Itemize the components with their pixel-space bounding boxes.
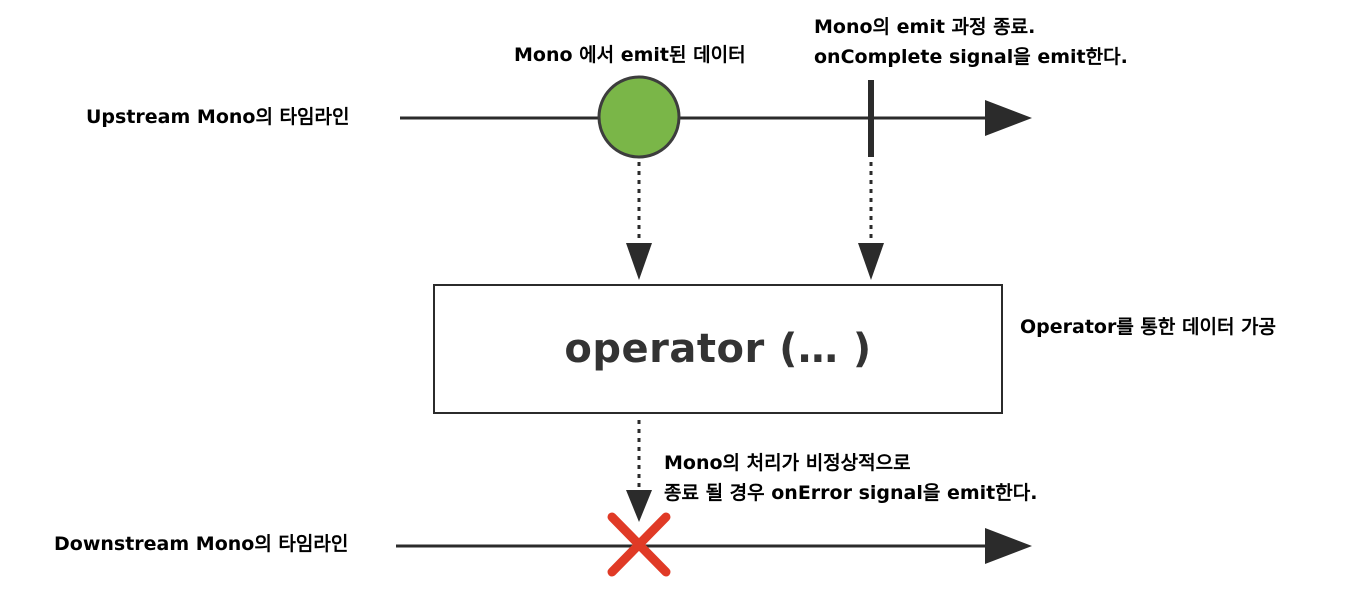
- error-mark-icon: [607, 512, 671, 577]
- operator-description-label: Operator를 통한 데이터 가공: [1020, 316, 1277, 338]
- complete-label-line2: onComplete signal을 emit한다.: [814, 46, 1128, 68]
- complete-label-line1: Mono의 emit 과정 종료.: [814, 16, 1036, 38]
- emitted-data-item: [597, 75, 681, 159]
- operator-to-downstream-arrowhead: [626, 490, 652, 522]
- downstream-timeline-arrowhead: [985, 528, 1032, 564]
- upstream-timeline-arrowhead: [985, 100, 1032, 136]
- operator-label: operator (… ): [564, 326, 872, 372]
- error-label-line2: 종료 될 경우 onError signal을 emit한다.: [664, 482, 1038, 504]
- downstream-timeline-label: Downstream Mono의 타임라인: [54, 533, 349, 555]
- error-label-line1: Mono의 처리가 비정상적으로: [664, 452, 911, 474]
- data-to-operator-arrowhead: [626, 243, 652, 280]
- upstream-timeline-label: Upstream Mono의 타임라인: [86, 106, 350, 128]
- complete-to-operator-arrowhead: [858, 243, 884, 280]
- emitted-data-label: Mono 에서 emit된 데이터: [514, 44, 746, 66]
- operator-box: operator (… ): [433, 284, 1003, 414]
